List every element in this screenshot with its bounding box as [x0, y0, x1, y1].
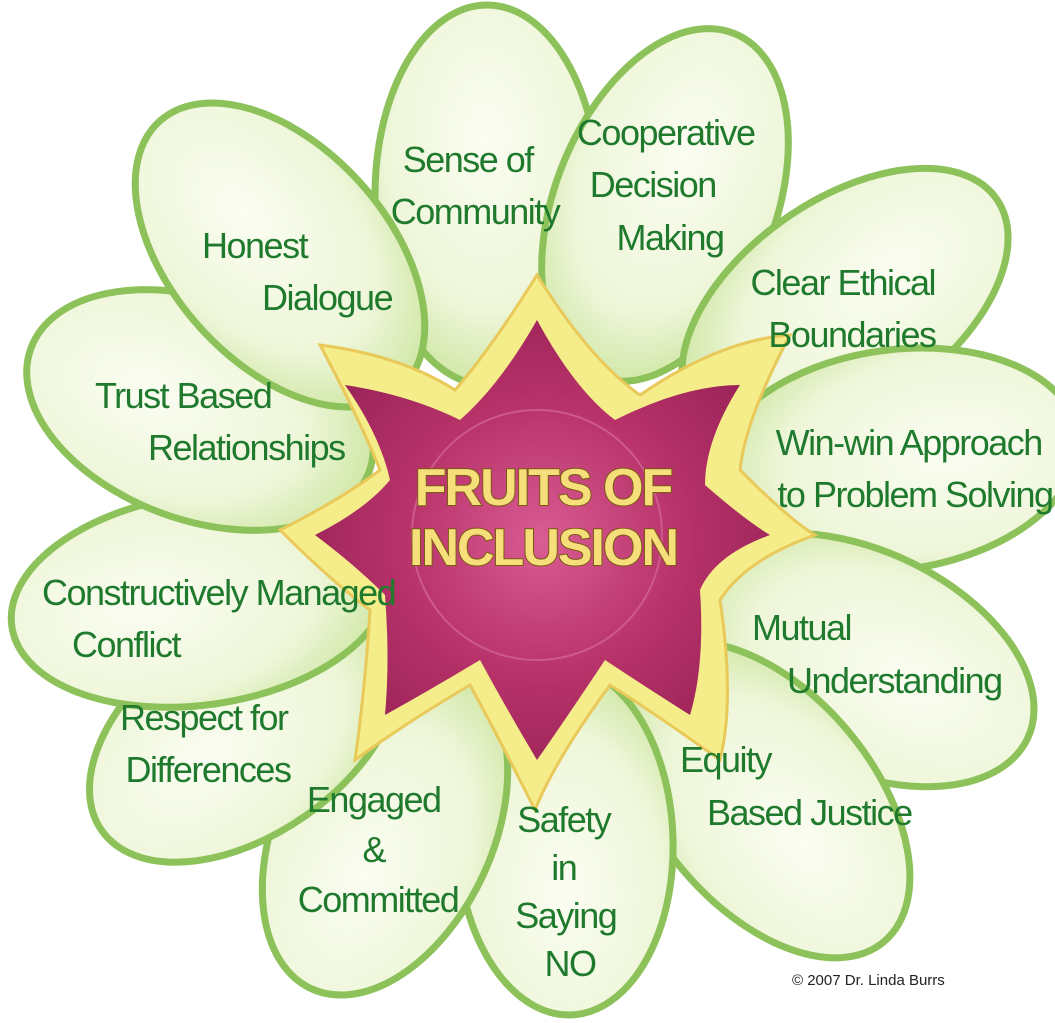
- label-line: Trust Based: [95, 375, 271, 416]
- label-honest: Honest Dialogue: [202, 225, 393, 318]
- label-line: Constructively Managed: [42, 572, 395, 613]
- center-flower: [277, 272, 819, 814]
- label-line: Clear Ethical: [750, 262, 935, 303]
- label-respect: Respect for Differences: [120, 697, 296, 790]
- label-line: NO: [545, 943, 596, 984]
- label-win-win: Win-win Approach to Problem Solving: [776, 422, 1053, 515]
- label-line: Equity: [680, 739, 773, 780]
- center-magenta-star: [315, 320, 770, 760]
- label-line: in: [551, 847, 576, 888]
- label-line: Win-win Approach: [776, 422, 1042, 463]
- label-cooperative-decision: Cooperative Decision Making: [577, 112, 763, 258]
- label-line: Making: [616, 217, 723, 258]
- label-mutual-understanding: Mutual Understanding: [752, 607, 1002, 701]
- label-line: Sense of: [403, 139, 536, 180]
- label-line: Respect for: [120, 697, 289, 738]
- label-line: Committed: [298, 879, 459, 920]
- label-engaged: Engaged & Committed: [298, 779, 459, 920]
- label-line: Differences: [126, 749, 291, 790]
- label-constructively: Constructively Managed Conflict: [42, 572, 404, 665]
- label-line: Cooperative: [577, 112, 755, 153]
- label-line: Based Justice: [707, 792, 912, 833]
- copyright-notice: © 2007 Dr. Linda Burrs: [792, 972, 945, 989]
- label-line: Mutual: [752, 607, 851, 648]
- center-circle: [411, 409, 663, 661]
- label-line: Boundaries: [768, 314, 936, 355]
- label-line: Dialogue: [262, 277, 393, 318]
- label-line: to Problem Solving: [777, 474, 1052, 515]
- label-line: Community: [391, 191, 561, 232]
- label-line: &: [362, 829, 386, 870]
- label-line: Engaged: [307, 779, 441, 820]
- label-sense-of-community: Sense of Community: [391, 139, 561, 232]
- petal-labels: Sense of Community Cooperative Decision …: [42, 112, 1054, 984]
- center-title-line1: FRUITS OF: [415, 459, 672, 517]
- label-line: Safety: [517, 799, 612, 840]
- label-line: Saying: [515, 895, 616, 936]
- label-line: Relationships: [148, 427, 345, 468]
- label-line: Understanding: [787, 660, 1002, 701]
- label-safety: Safety in Saying NO: [515, 799, 625, 984]
- label-line: Decision: [590, 164, 716, 205]
- label-trust: Trust Based Relationships: [95, 375, 345, 468]
- label-clear-ethical: Clear Ethical Boundaries: [750, 262, 943, 355]
- center-title-line2: INCLUSION: [409, 519, 677, 577]
- label-line: Honest: [202, 225, 309, 266]
- label-equity-justice: Equity Based Justice: [680, 739, 912, 833]
- label-line: Conflict: [72, 624, 182, 665]
